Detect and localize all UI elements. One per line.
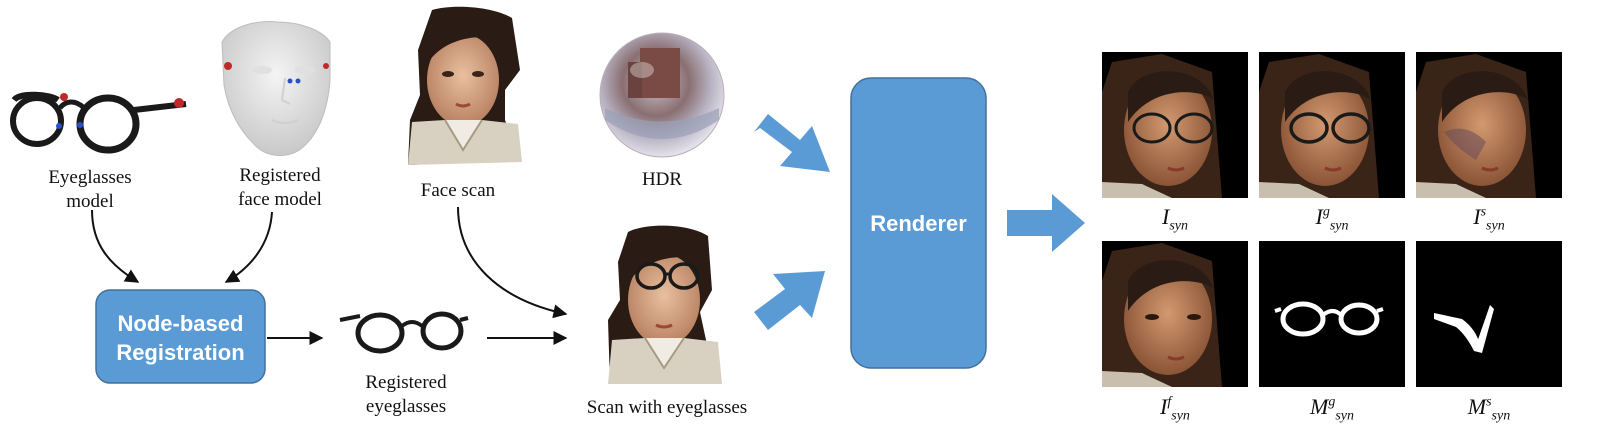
eyeglasses-model-label: Eyeglasses model — [20, 166, 160, 214]
arrow-facescan-to-scan — [458, 207, 566, 314]
output-m-syn-s-image — [1416, 241, 1562, 387]
output-i-syn-g-image — [1259, 52, 1405, 198]
output-m-syn-g-image — [1259, 241, 1405, 387]
registration-box-label: Node-based Registration — [96, 309, 265, 367]
arrow-face-to-registration — [226, 212, 272, 282]
registered-face-model-image — [222, 22, 330, 156]
output-label-m-syn-g: Mgsyn — [1259, 394, 1405, 424]
arrow-eyeglasses-to-registration — [92, 210, 138, 282]
renderer-box-label: Renderer — [851, 210, 986, 238]
registered-eyeglasses-image — [340, 314, 468, 351]
blue-arrow-hdr-to-renderer — [754, 114, 830, 172]
registered-face-model-label: Registered face model — [210, 164, 350, 212]
output-label-i-syn: Isyn — [1102, 204, 1248, 234]
scan-with-eyeglasses-label: Scan with eyeglasses — [560, 396, 774, 420]
output-i-syn-s-image — [1416, 52, 1562, 198]
registered-eyeglasses-label: Registered eyeglasses — [336, 371, 476, 419]
output-label-i-syn-s: Issyn — [1416, 204, 1562, 234]
scan-with-eyeglasses-image — [608, 226, 722, 384]
hdr-sphere-image — [600, 33, 724, 157]
blue-arrow-scan-to-renderer — [754, 271, 825, 330]
output-i-syn-f-image — [1102, 241, 1248, 387]
face-scan-label: Face scan — [388, 179, 528, 203]
face-scan-image — [408, 7, 522, 165]
eyeglasses-model-image — [13, 93, 186, 150]
hdr-label: HDR — [600, 168, 724, 192]
output-label-m-syn-s: Mssyn — [1416, 394, 1562, 424]
output-label-i-syn-f: Ifsyn — [1102, 394, 1248, 424]
output-i-syn-image — [1102, 52, 1248, 198]
blue-arrow-renderer-to-outputs — [1007, 194, 1085, 252]
output-label-i-syn-g: Igsyn — [1259, 204, 1405, 234]
